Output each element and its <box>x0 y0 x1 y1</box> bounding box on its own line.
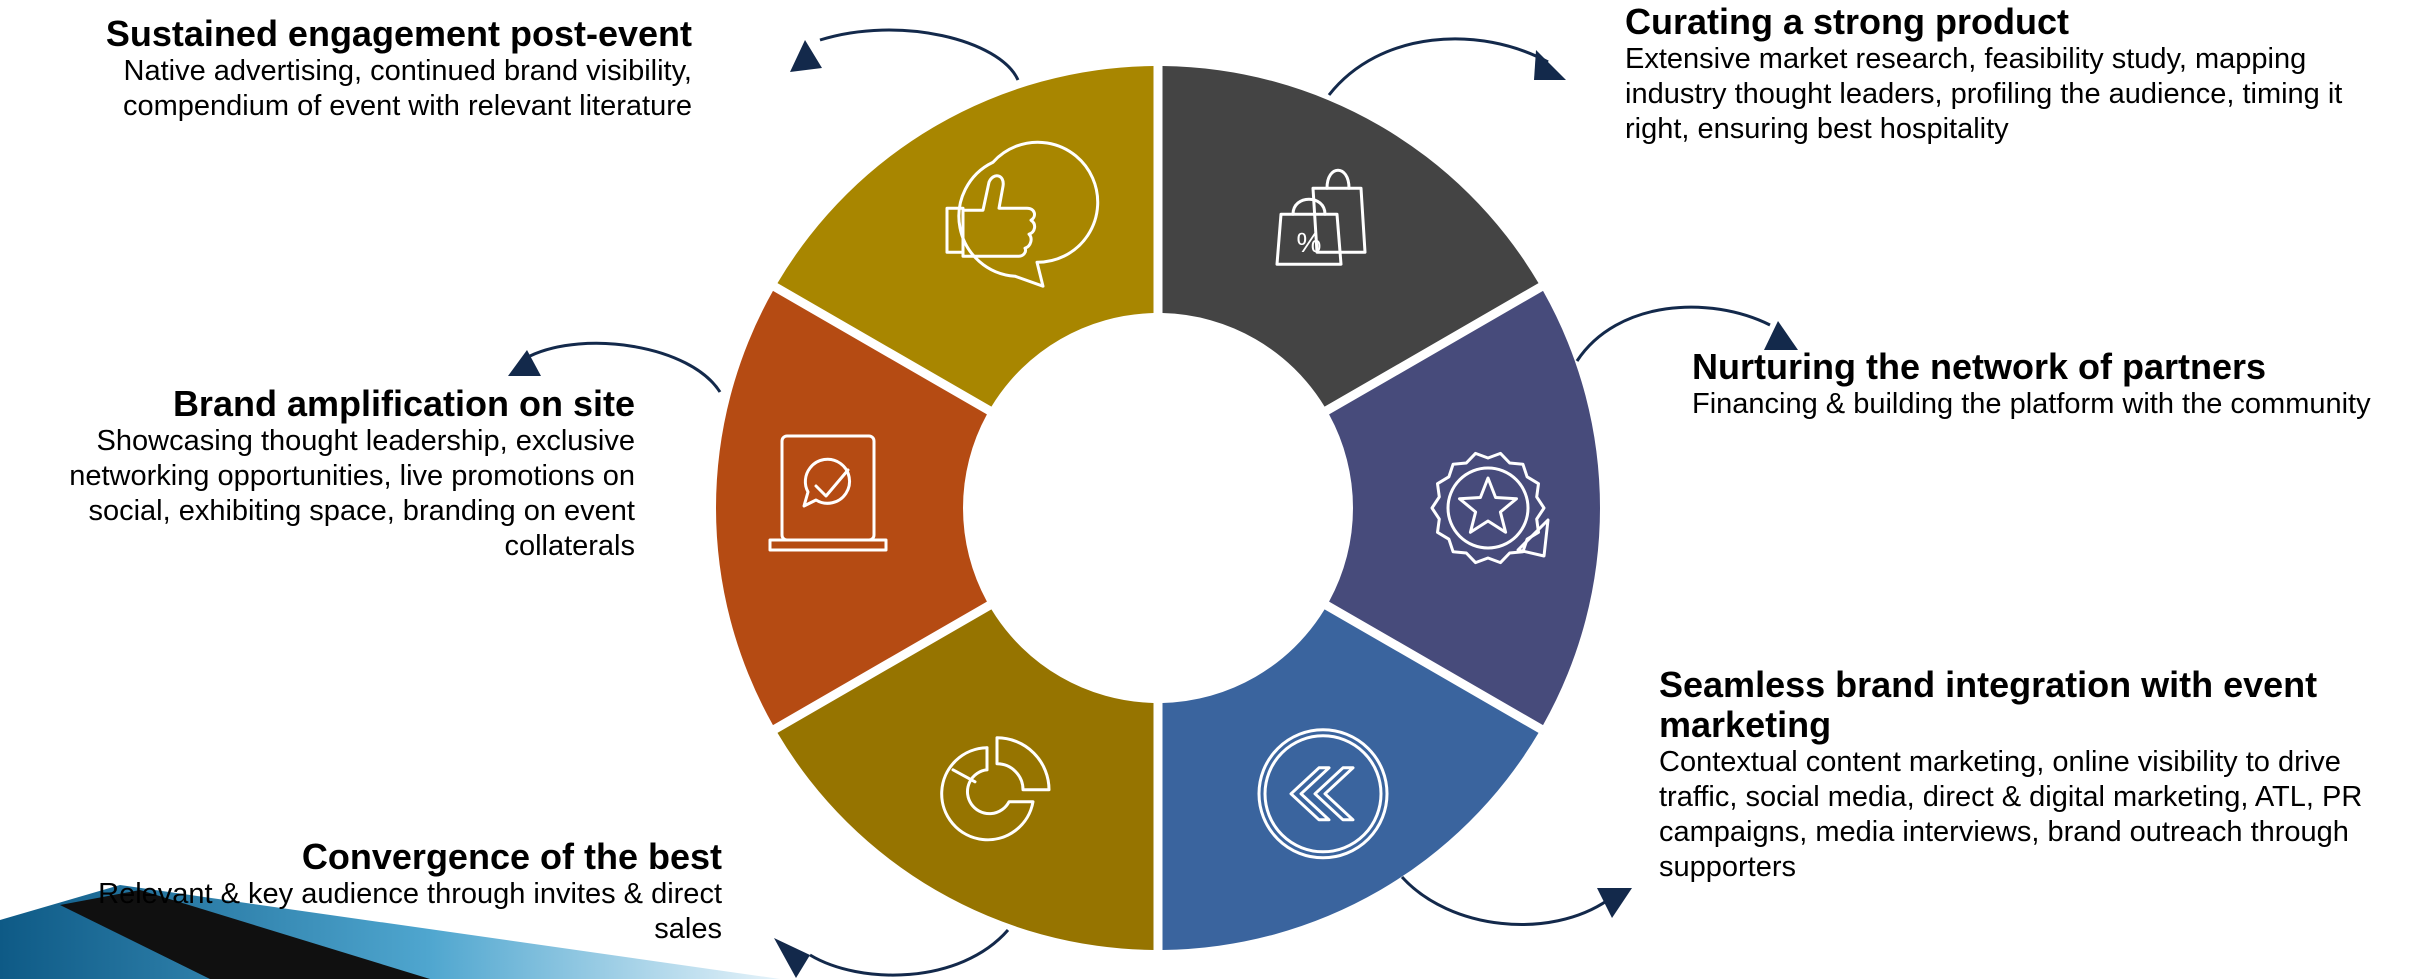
curating-product-title: Curating a strong product <box>1625 1 2069 42</box>
segment-icons: % <box>768 140 1550 860</box>
star-badge-sticker-icon <box>1430 451 1550 565</box>
brand-amplification-block: Brand amplification on site Showcasing t… <box>0 384 635 564</box>
curating-product-desc: Extensive market research, feasibility s… <box>1625 43 2343 145</box>
shopping-bags-icon: % <box>1275 168 1367 266</box>
segment-convergence <box>777 609 1154 950</box>
arrowhead-icon <box>1534 50 1566 80</box>
ring-segments <box>716 66 1600 950</box>
laptop-check-icon <box>768 434 888 552</box>
sustained-engagement-title: Sustained engagement post-event <box>105 13 692 54</box>
arrowhead-icon <box>790 40 822 72</box>
seamless-integration-title: Seamless brand integration with event ma… <box>1659 664 2318 745</box>
curved-arrow <box>1327 37 1549 96</box>
pie-chart-icon <box>940 736 1051 842</box>
sustained-engagement-desc: Native advertising, continued brand visi… <box>122 55 692 122</box>
curating-product-block: Curating a strong product Extensive mark… <box>1625 2 2365 147</box>
thumbs-up-chat-icon <box>945 140 1100 288</box>
segment-curating <box>1162 66 1539 407</box>
sustained-engagement-block: Sustained engagement post-event Native a… <box>52 14 692 124</box>
seamless-integration-desc: Contextual content marketing, online vis… <box>1659 746 2363 883</box>
svg-text:%: % <box>1297 227 1322 258</box>
convergence-desc: Relevant & key audience through invites … <box>98 878 722 945</box>
arrowhead-icon <box>1764 321 1798 350</box>
arrowhead-icon <box>774 938 810 978</box>
convergence-block: Convergence of the best Relevant & key a… <box>82 837 722 947</box>
segment-amplification <box>716 290 987 726</box>
curved-arrow <box>1575 305 1771 362</box>
brand-amplification-title: Brand amplification on site <box>172 383 635 424</box>
segment-nurturing <box>1329 290 1600 726</box>
nurturing-network-desc: Financing & building the platform with t… <box>1692 388 2371 420</box>
arrowhead-icon <box>508 350 541 376</box>
seamless-integration-block: Seamless brand integration with event ma… <box>1659 665 2399 885</box>
cycle-arrows <box>508 28 1798 978</box>
curved-arrow <box>529 341 722 393</box>
brand-amplification-desc: Showcasing thought leadership, exclusive… <box>69 425 635 562</box>
convergence-title: Convergence of the best <box>301 836 722 877</box>
curved-arrow <box>1400 875 1609 926</box>
segment-seamless <box>1162 609 1539 950</box>
curved-arrow <box>819 28 1020 81</box>
arrowhead-icon <box>1597 888 1632 918</box>
segment-sustained <box>777 66 1154 407</box>
corner-accent-shadow <box>60 890 430 979</box>
nurturing-network-title: Nurturing the network of partners <box>1692 346 2267 387</box>
double-chevron-left-icon <box>1257 728 1389 860</box>
curved-arrow <box>809 929 1010 977</box>
nurturing-network-block: Nurturing the network of partners Financ… <box>1692 347 2392 422</box>
